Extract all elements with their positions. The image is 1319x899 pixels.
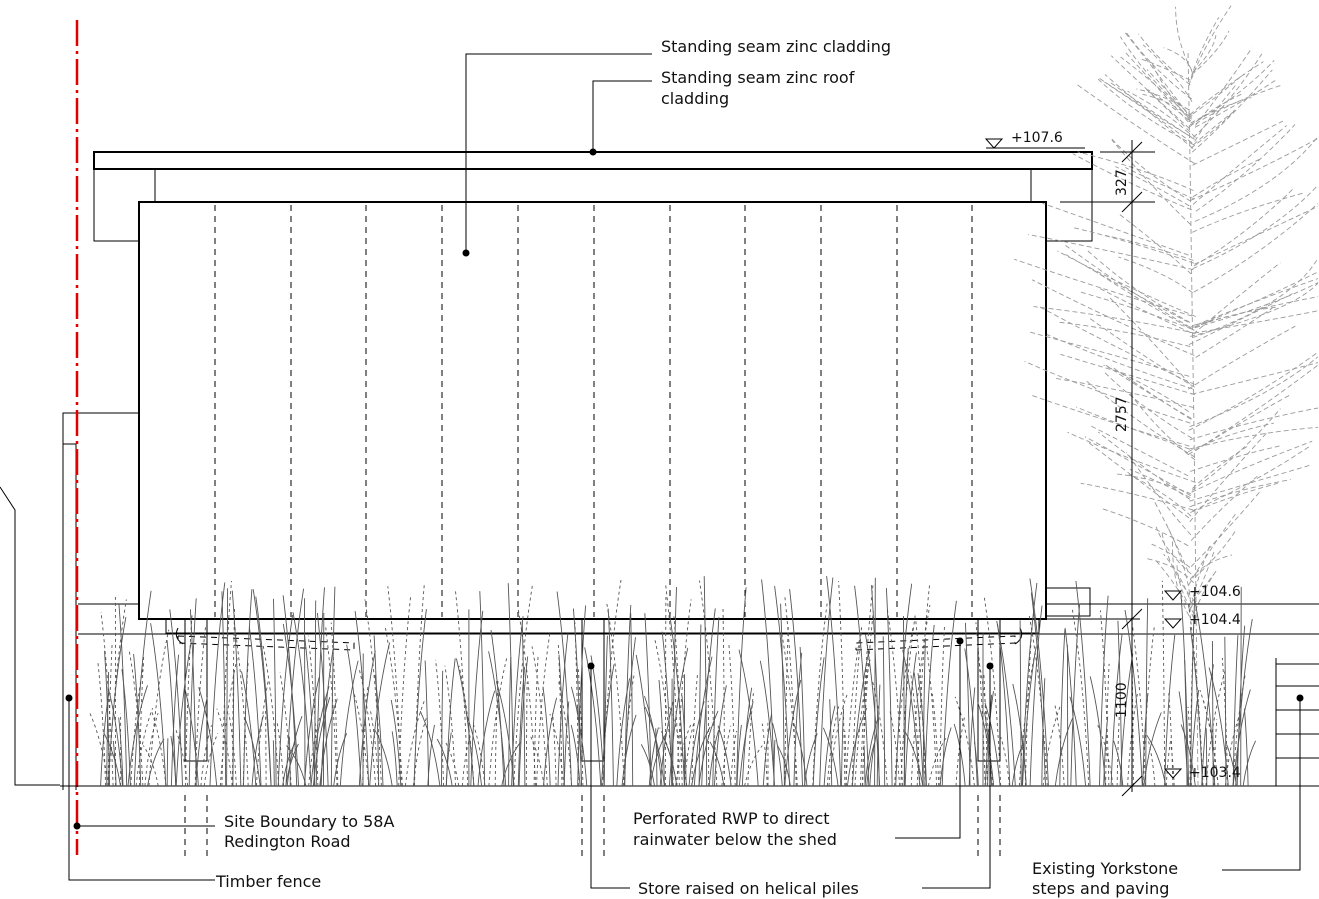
label-roof-cladding-line1: Standing seam zinc roof xyxy=(661,68,855,87)
label-roof-cladding-line2: cladding xyxy=(661,89,729,108)
level-deck: +104.4 xyxy=(1189,612,1241,628)
grass-planting xyxy=(89,576,1257,787)
yorkstone-steps xyxy=(1275,658,1319,786)
shed-wall xyxy=(138,201,1047,620)
label-wall-cladding: Standing seam zinc cladding xyxy=(661,37,891,56)
annotations: Standing seam zinc cladding Standing sea… xyxy=(215,37,1178,898)
label-site-boundary-line1: Site Boundary to 58A xyxy=(224,812,394,831)
gutters xyxy=(175,627,1023,651)
level-markers: +107.6 +104.6 +104.4 +103.4 xyxy=(984,130,1241,781)
level-floor: +104.6 xyxy=(1189,584,1241,600)
label-rwp-line2: rainwater below the shed xyxy=(633,830,837,849)
dimension-wall-height: 2757 xyxy=(1114,396,1130,432)
label-yorkstone-line2: steps and paving xyxy=(1032,879,1169,898)
level-ground: +103.4 xyxy=(1189,765,1241,781)
label-site-boundary-line2: Redington Road xyxy=(224,832,351,851)
dimension-roof-depth: 327 xyxy=(1114,169,1130,196)
tree-outline xyxy=(1013,5,1319,787)
dimension-plinth-height: 1100 xyxy=(1114,682,1130,718)
dimension-chain: 327 2757 1100 xyxy=(1060,140,1155,797)
level-roof: +107.6 xyxy=(1011,130,1063,146)
label-rwp-line1: Perforated RWP to direct xyxy=(633,809,830,828)
label-yorkstone-line1: Existing Yorkstone xyxy=(1032,859,1178,878)
standing-seams xyxy=(214,205,973,617)
label-timber-fence: Timber fence xyxy=(215,872,321,891)
roof xyxy=(93,151,1093,242)
annotation-leaders xyxy=(65,53,1304,889)
label-helical-piles: Store raised on helical piles xyxy=(638,879,859,898)
plinth xyxy=(78,587,1319,635)
